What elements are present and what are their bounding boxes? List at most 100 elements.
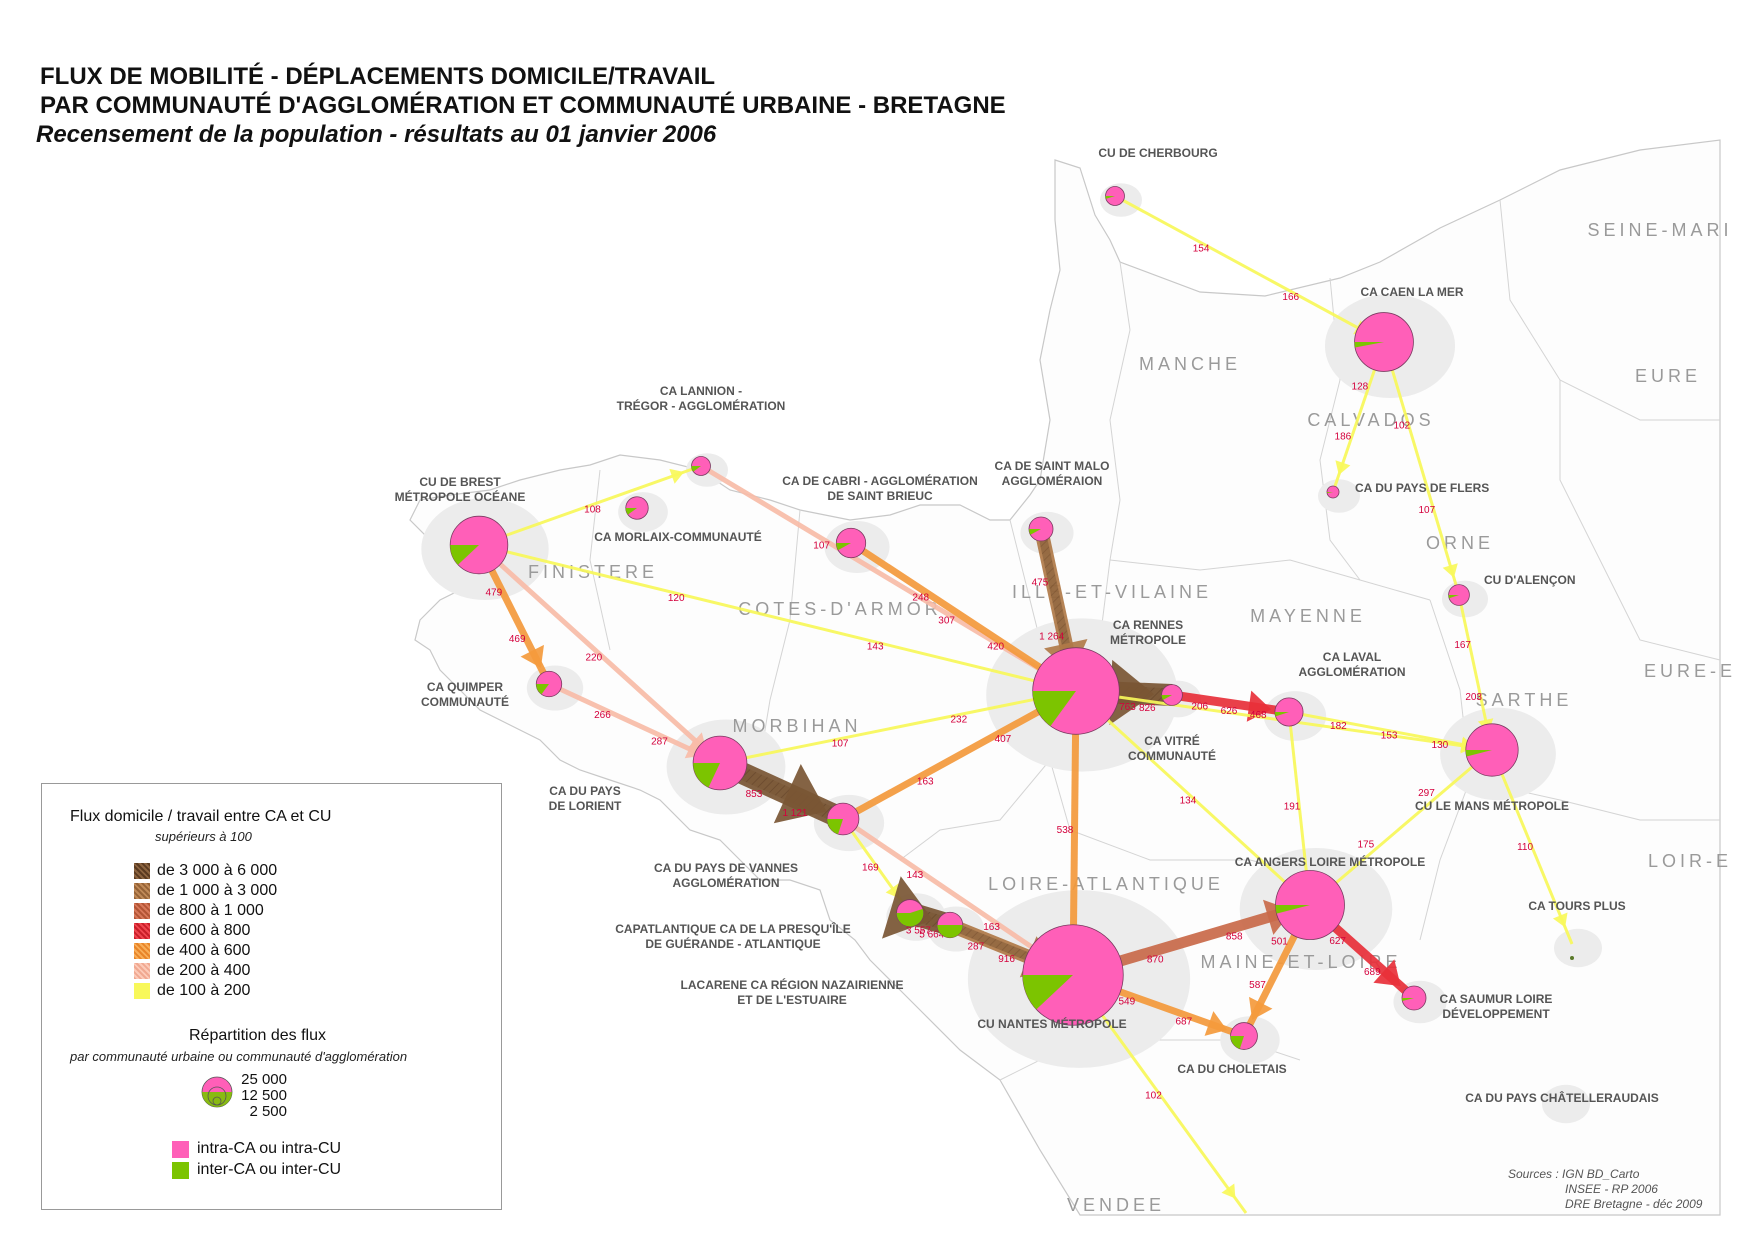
legend-inter-swatch — [172, 1161, 189, 1179]
flow-laval-lemans — [1288, 710, 1493, 752]
node-cherbourg — [1105, 186, 1125, 206]
region-label-maine: MAINE-ET-LOIRE — [1200, 952, 1401, 972]
agglomeration-label-flers: CA DU PAYS DE FLERS — [1355, 481, 1489, 495]
legend-swatch — [134, 903, 150, 919]
agglomeration-label-angers: CA ANGERS LOIRE MÉTROPOLE — [1235, 854, 1425, 869]
flow-value-label: 3 557 — [906, 925, 931, 936]
agglomeration-label-lannion: CA LANNION - — [660, 384, 742, 398]
flow-value-label: 501 — [1271, 936, 1288, 947]
flow-arrowhead — [1246, 690, 1272, 722]
flow-value-label: 266 — [594, 710, 611, 721]
node-vannes — [826, 802, 860, 836]
node-inter-slice — [536, 684, 549, 695]
flow-arrowhead — [773, 763, 827, 824]
legend-class-1000: de 1 000 à 3 000 — [134, 882, 277, 900]
node-dot-tours — [1570, 956, 1574, 960]
node-inter-slice — [1401, 998, 1414, 1001]
agglomeration-label-saumur: DÉVELOPPEMENT — [1442, 1006, 1550, 1021]
flow-value-label: 130 — [1432, 740, 1449, 751]
legend-class-label: de 1 000 à 3 000 — [157, 882, 278, 899]
flow-value-label: 206 — [1191, 702, 1208, 713]
legend-swatch — [134, 983, 150, 999]
agglomeration-label-laval: AGGLOMÉRATION — [1298, 664, 1405, 679]
agglomeration-label-lorient: CA DU PAYS — [549, 784, 621, 798]
legend-subtitle: supérieurs à 100 — [155, 829, 252, 844]
flow-arrowhead — [1221, 1183, 1236, 1199]
legend: Flux domicile / travail entre CA et CU s… — [41, 783, 502, 1210]
flow-value-label: 102 — [1393, 420, 1410, 431]
agglomeration-label-rennes: CA RENNES — [1113, 618, 1183, 632]
legend-size-large: 25 000 — [241, 1071, 287, 1088]
node-inter-slice — [1032, 691, 1076, 727]
legend-title-2: Répartition des flux — [189, 1027, 326, 1044]
flow-value-label: 858 — [1226, 931, 1243, 942]
flow-value-label: 297 — [1418, 788, 1435, 799]
flow-value-label: 102 — [1145, 1090, 1162, 1101]
flow-arrowhead — [669, 468, 685, 484]
flow-value-label: 182 — [1330, 721, 1347, 732]
legend-size-symbol — [201, 1076, 233, 1108]
legend-class-200: de 200 à 400 — [134, 962, 250, 980]
node-brest — [449, 515, 509, 575]
agglomeration-label-guerande: CAPATLANTIQUE CA DE LA PRESQU'ÎLE — [615, 921, 851, 936]
agglomeration-label-vannes: AGGLOMÉRATION — [672, 875, 779, 890]
flow-arrowhead — [1442, 563, 1458, 578]
flow-value-label: 108 — [584, 505, 601, 516]
node-inter-slice — [1161, 695, 1172, 701]
node-inter-slice — [1275, 905, 1310, 914]
flow-value-label: 153 — [1381, 730, 1398, 741]
map-subtitle: Recensement de la population - résultats… — [36, 121, 717, 148]
legend-swatch — [134, 883, 150, 899]
source-line: DRE Bretagne - déc 2009 — [1565, 1197, 1703, 1211]
legend-class-400: de 400 à 600 — [134, 942, 250, 960]
agglomeration-label-brest: CU DE BREST — [419, 475, 501, 489]
legend-class-label: de 600 à 800 — [157, 922, 251, 939]
flow-value-label: 167 — [1454, 640, 1471, 651]
flow-value-label: 916 — [998, 954, 1015, 965]
footprint-tours — [1554, 928, 1602, 968]
agglomeration-label-cholet: CA DU CHOLETAIS — [1177, 1062, 1286, 1076]
agglomeration-label-stbrieuc: DE SAINT BRIEUC — [827, 489, 933, 503]
node-inter-slice — [1028, 529, 1041, 535]
agglomeration-label-vannes: CA DU PAYS DE VANNES — [654, 861, 798, 875]
node-stbrieuc — [835, 527, 867, 559]
node-guerande — [896, 899, 924, 927]
agglomeration-label-vitre: CA VITRÉ — [1144, 733, 1200, 748]
region-label-cotes: COTES-D'ARMOR — [738, 599, 941, 619]
node-inter-slice — [625, 508, 637, 515]
flow-value-label: 626 — [1221, 706, 1238, 717]
flow-brest-lannion — [478, 464, 702, 547]
flow-value-label: 538 — [1057, 825, 1074, 836]
agglomeration-label-lemans: CU LE MANS MÉTROPOLE — [1415, 798, 1569, 813]
flow-value-label: 1 763 — [1111, 702, 1136, 713]
flow-value-label: 469 — [509, 634, 526, 645]
agglomeration-label-nazaire: LACARENE CA RÉGION NAZAIRIENNE — [681, 977, 904, 992]
flow-value-label: 143 — [867, 642, 884, 653]
flow-value-label: 175 — [1357, 840, 1374, 851]
node-nantes — [1022, 924, 1124, 1026]
legend-class-label: de 400 à 600 — [157, 942, 251, 959]
agglomeration-label-tours: CA TOURS PLUS — [1528, 899, 1625, 913]
node-inter-slice — [896, 908, 924, 927]
flow-value-label: 107 — [1418, 505, 1435, 516]
agglomeration-label-brest: MÉTROPOLE OCÉANE — [395, 489, 526, 504]
agglomeration-label-stmalo: AGGLOMÉRAION — [1002, 473, 1103, 488]
region-label-seine: SEINE-MARI — [1587, 220, 1732, 240]
flow-value-label: 154 — [1193, 243, 1210, 254]
flow-lorient-rennes — [719, 689, 1077, 765]
node-saumur — [1401, 985, 1427, 1011]
flow-value-label: 120 — [668, 593, 685, 604]
legend-class-label: de 100 à 200 — [157, 982, 251, 999]
flow-cherbourg-caen — [1114, 194, 1385, 344]
agglomeration-label-lannion: TRÉGOR - AGGLOMÉRATION — [617, 398, 786, 413]
flow-value-label: 587 — [1249, 980, 1266, 991]
node-stmalo — [1028, 516, 1054, 542]
agglomeration-label-rennes: MÉTROPOLE — [1110, 632, 1186, 647]
flow-value-label: 110 — [1517, 842, 1533, 853]
legend-class-label: de 3 000 à 6 000 — [157, 862, 278, 879]
flow-value-label: 191 — [1284, 801, 1301, 812]
agglomeration-label-quimper: CA QUIMPER — [427, 680, 504, 694]
node-inter-slice — [1354, 342, 1384, 348]
